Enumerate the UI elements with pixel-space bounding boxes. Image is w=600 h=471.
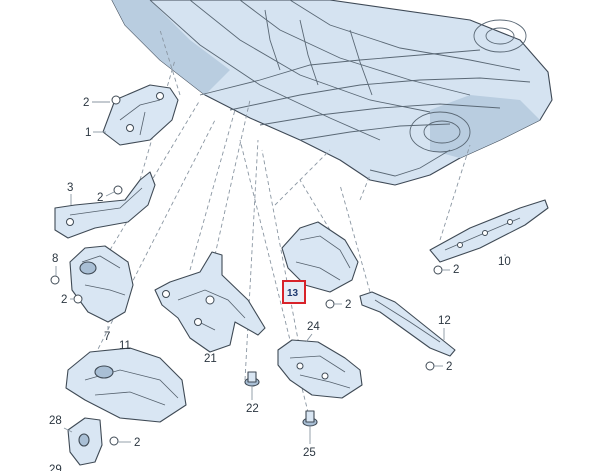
part-21-bracket[interactable] [154, 251, 266, 353]
callout-29[interactable]: 29 [49, 464, 62, 471]
callout-2[interactable]: 2 [345, 299, 351, 311]
callout-2[interactable]: 2 [97, 192, 103, 204]
part-12-bracket[interactable] [359, 291, 456, 357]
callout-11[interactable]: 11 [119, 340, 131, 352]
highlighted-callout-13[interactable]: 13 [282, 280, 306, 304]
part-10-bracket[interactable] [429, 199, 549, 263]
callout-2[interactable]: 2 [61, 294, 67, 306]
part-3-bracket[interactable] [54, 171, 156, 239]
callout-8[interactable]: 8 [52, 253, 58, 265]
callout-10[interactable]: 10 [498, 256, 511, 268]
fastener-nut [111, 95, 121, 105]
callout-2[interactable]: 2 [446, 361, 452, 373]
part-24-heat-shield[interactable] [277, 339, 363, 399]
callout-2[interactable]: 2 [453, 264, 459, 276]
callout-25[interactable]: 25 [303, 447, 316, 459]
fastener-nut [113, 185, 123, 195]
callout-2[interactable]: 2 [83, 97, 89, 109]
callout-12[interactable]: 12 [438, 315, 451, 327]
vehicle-underbody-floor [111, 0, 553, 186]
fastener-nut [109, 436, 119, 446]
part-13-heat-shield[interactable] [281, 221, 359, 293]
part-1-bracket[interactable] [102, 84, 179, 146]
callout-22[interactable]: 22 [246, 403, 259, 415]
callout-24[interactable]: 24 [307, 321, 320, 333]
part-28-bracket[interactable] [67, 417, 103, 466]
callout-28[interactable]: 28 [49, 415, 62, 427]
callout-21[interactable]: 21 [204, 353, 217, 365]
callout-3[interactable]: 3 [67, 182, 73, 194]
part-11-heat-shield[interactable] [65, 347, 187, 423]
fastener-nut [325, 299, 335, 309]
callout-13-label: 13 [287, 288, 299, 299]
part-22-grommet[interactable] [244, 371, 260, 387]
callout-2[interactable]: 2 [134, 437, 140, 449]
callout-labels: 2 1 3 2 8 2 7 11 28 29 2 21 22 24 25 2 1… [49, 97, 511, 471]
callout-7[interactable]: 7 [104, 331, 110, 343]
part-7-heat-shield[interactable] [69, 245, 134, 323]
callout-1[interactable]: 1 [85, 127, 91, 139]
fastener-nut [433, 265, 443, 275]
part-25-grommet[interactable] [302, 410, 318, 427]
fastener-nut [425, 361, 435, 371]
